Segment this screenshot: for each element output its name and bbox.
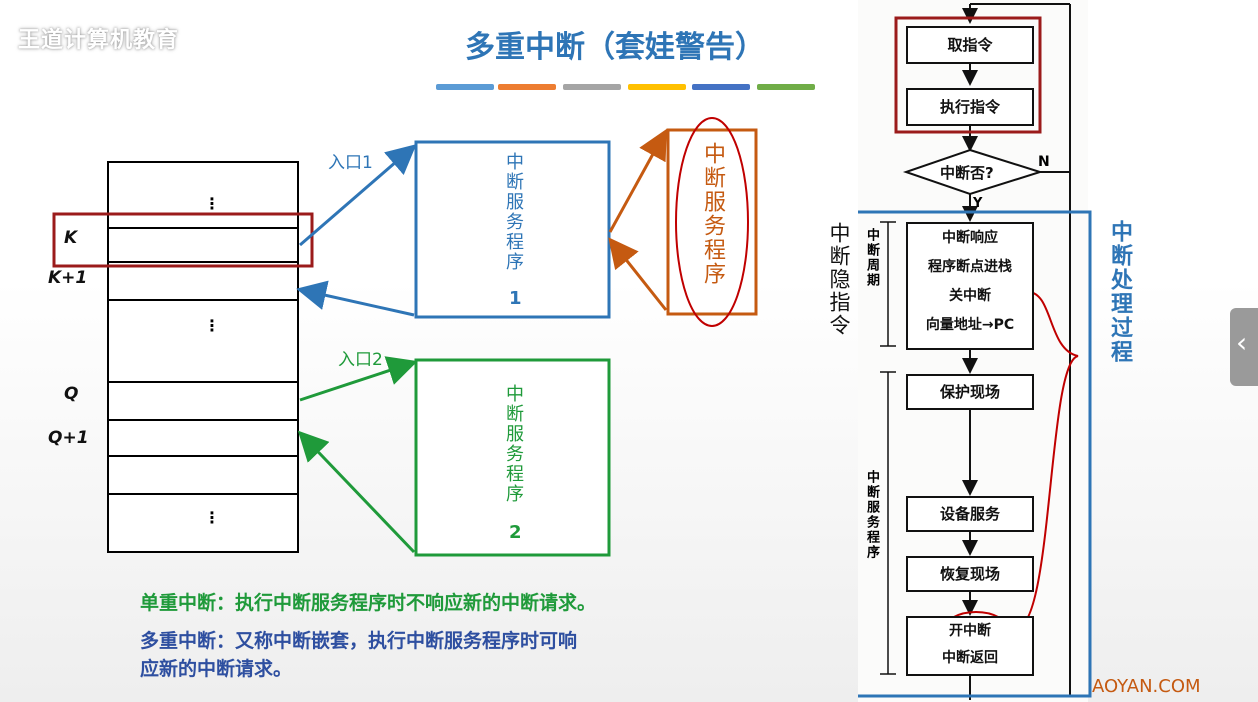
nested-return-arrow [608,237,668,311]
fetch-execute-highlight [894,16,1042,134]
label-k1: K+1 [48,268,88,288]
note-multi-line1: 多重中断：又称中断嵌套，执行中断服务程序时可响 [140,630,578,652]
label-q1: Q+1 [48,428,89,448]
chevron-left-icon: ‹ [1236,326,1248,359]
return-box: 开中断 中断返回 [906,616,1034,676]
entry1-label: 入口1 [328,153,373,173]
cycle-label: 中断周期 [864,228,879,288]
service-box: 设备服务 [906,496,1034,532]
color-bar-5 [692,84,750,90]
response-line-3: 关中断 [949,288,991,304]
interrupt-process-highlight [858,210,1092,698]
response-line-1: 中断响应 [942,230,998,246]
interrupt-process-label: 中断处理过程 [1107,220,1132,364]
color-bar-1 [436,84,494,90]
label-n: N [1038,154,1050,170]
hidden-instruction-label: 中断隐指令 [827,222,851,337]
label-y: Y [973,196,983,211]
isr1-number: 1 [509,288,522,309]
isr2-text: 中断服务程序 [503,384,524,504]
note-single: 单重中断：执行中断服务程序时不响应新的中断请求。 [140,592,597,614]
open-interrupt-text: 开中断 [949,623,991,639]
response-line-2: 程序断点进栈 [928,259,1012,275]
isr2-number: 2 [509,522,522,543]
interrupt-return-text: 中断返回 [942,650,998,666]
entry2-arrow [299,356,418,402]
footer-site: AOYAN.COM [1092,676,1201,697]
label-k: K [64,228,78,248]
memory-diagram [52,117,758,557]
fetch-box: 取指令 [906,26,1034,64]
isr2-box [414,358,611,557]
label-q: Q [64,384,79,404]
k-highlight-box [52,212,314,268]
isr-side-label: 中断服务程序 [864,470,879,560]
color-bar-6 [757,84,815,90]
flowchart-lines [858,3,1092,700]
entry1-arrow [299,144,417,247]
isr1-text: 中断服务程序 [503,152,524,272]
red-circle [675,117,749,327]
execute-box: 执行指令 [906,88,1034,126]
return1-arrow [296,280,415,317]
save-box: 保护现场 [906,374,1034,410]
decision-text: 中断否? [940,164,994,182]
restore-box: 恢复现场 [906,556,1034,592]
note-multi-line2: 应新的中断请求。 [140,658,293,680]
color-bar-3 [563,84,621,90]
collapse-panel-button[interactable]: ‹ [1230,308,1258,386]
color-bar-2 [498,84,556,90]
slide-title: 多重中断（套娃警告） [465,30,765,65]
color-bar-4 [628,84,686,90]
dots-bottom: ⋮ [204,508,220,527]
dots-middle: ⋮ [204,316,220,335]
return2-arrow [297,430,416,554]
dots-top: ⋮ [204,194,220,213]
entry2-label: 入口2 [338,350,383,370]
watermark-logo: 王道计算机教育 [18,28,180,53]
isr1-box [414,140,611,319]
response-box: 中断响应 程序断点进栈 关中断 向量地址→PC [906,222,1034,350]
nested-entry-arrow [608,128,667,233]
nested-isr-text: 中断服务程序 [700,142,725,286]
response-line-4: 向量地址→PC [925,317,1015,333]
